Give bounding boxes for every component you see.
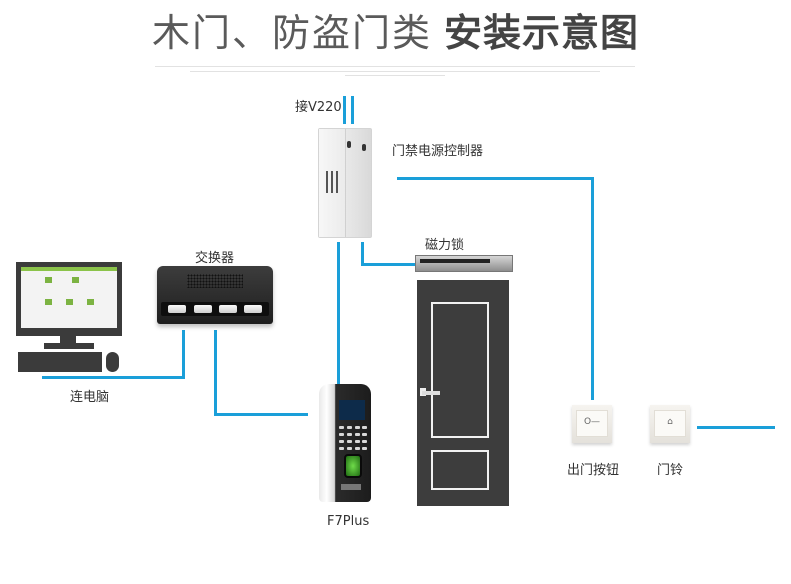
label-doorbell: 门铃 xyxy=(657,463,684,478)
subtitle-line xyxy=(190,71,600,72)
computer-monitor xyxy=(16,262,122,336)
power-wire-2 xyxy=(351,96,354,124)
magnetic-lock xyxy=(415,255,513,272)
subtitle-line xyxy=(155,66,635,67)
page-title: 木门、防盗门类 安装示意图 xyxy=(0,8,791,58)
wire-controller-lock-h xyxy=(361,263,416,266)
label-power-input: 接V220 xyxy=(295,100,342,115)
network-switch xyxy=(157,266,273,324)
title-light: 木门、防盗门类 xyxy=(151,11,432,55)
wire-controller-exit-v xyxy=(591,177,594,400)
title-bold: 安装示意图 xyxy=(444,11,640,55)
key-icon: O— xyxy=(583,417,601,427)
door xyxy=(417,280,509,506)
power-controller-box xyxy=(318,128,372,238)
monitor-base xyxy=(44,343,94,349)
door-upper-panel xyxy=(431,302,489,438)
mouse xyxy=(106,352,119,372)
monitor-stand xyxy=(60,336,76,344)
label-exit-button: 出门按钮 xyxy=(567,463,620,478)
exit-button-plate: O— xyxy=(572,405,612,443)
keyboard xyxy=(18,352,102,372)
wire-controller-exit-h xyxy=(397,177,594,180)
label-switch: 交换器 xyxy=(195,251,235,266)
wire-controller-reader xyxy=(337,242,340,385)
doorbell-plate: ⌂ xyxy=(650,405,690,443)
wire-switch-reader-v xyxy=(214,330,217,416)
wire-switch-reader-h xyxy=(214,413,308,416)
power-wire-1 xyxy=(343,96,346,124)
door-handle xyxy=(422,391,440,395)
label-reader: F7Plus xyxy=(327,514,370,529)
wire-switch-pc-h xyxy=(42,376,185,379)
wire-doorbell xyxy=(697,426,775,429)
bell-icon: ⌂ xyxy=(667,417,673,427)
label-controller: 门禁电源控制器 xyxy=(392,144,484,159)
label-maglock: 磁力锁 xyxy=(425,238,465,253)
wire-controller-lock-v xyxy=(361,242,364,266)
door-lower-panel xyxy=(431,450,489,490)
label-computer: 连电脑 xyxy=(70,390,110,405)
fingerprint-reader-f7plus xyxy=(319,384,371,502)
wire-switch-pc-v xyxy=(182,330,185,379)
fingerprint-sensor xyxy=(344,454,362,478)
subtitle-line xyxy=(345,75,445,76)
